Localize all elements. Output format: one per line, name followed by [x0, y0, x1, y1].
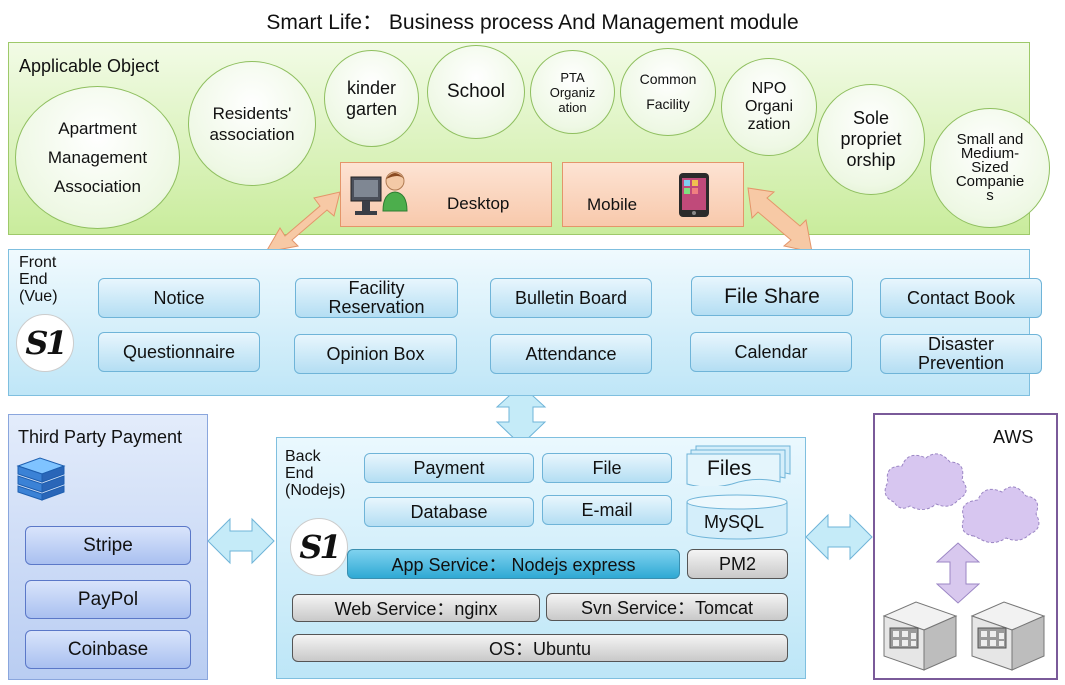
mobile-label: Mobile [587, 195, 638, 214]
module-questionnaire[interactable]: Questionnaire [98, 332, 260, 372]
mobile-box: Mobile [562, 162, 744, 227]
backend-web-service[interactable]: Web Service：nginx [292, 594, 540, 622]
backend-os[interactable]: OS：Ubuntu [292, 634, 788, 662]
module-contact-book[interactable]: Contact Book [880, 278, 1042, 318]
module-file-share[interactable]: File Share [691, 276, 853, 316]
object-kindergarten: kinder garten [324, 50, 419, 147]
front-end-logo: S1 [16, 314, 74, 372]
module-bulletin-board[interactable]: Bulletin Board [490, 278, 652, 318]
desktop-user-icon [350, 171, 408, 215]
backend-email[interactable]: E-mail [542, 495, 672, 525]
mobile-phone-icon [679, 173, 709, 217]
arrow-desktop-frontend [265, 191, 341, 253]
backend-payment[interactable]: Payment [364, 453, 534, 483]
back-end-logo: S1 [290, 518, 348, 576]
object-small-medium-companies: Small and Medium- Sized Companie s [930, 108, 1050, 228]
backend-app-service[interactable]: App Service： Nodejs express [347, 549, 680, 579]
front-end-logo-text: S1 [25, 324, 67, 362]
backend-files-label: Files [707, 457, 752, 480]
applicable-object-title: Applicable Object [19, 56, 160, 76]
object-residents-association: Residents' association [188, 61, 316, 186]
payment-stack-icon [16, 457, 66, 501]
backend-svn-service[interactable]: Svn Service：Tomcat [546, 593, 788, 621]
back-end-logo-text: S1 [299, 528, 341, 566]
module-disaster-prevention[interactable]: Disaster Prevention [880, 334, 1042, 374]
front-end-title: Front End (Vue) [19, 254, 58, 305]
aws-cloud-icons [884, 453, 1040, 544]
arrow-payment-backend [207, 517, 275, 565]
desktop-label: Desktop [447, 194, 510, 213]
module-calendar[interactable]: Calendar [690, 332, 852, 372]
arrow-cloud-server [936, 542, 980, 604]
object-school: School [427, 45, 525, 139]
payment-stripe[interactable]: Stripe [25, 526, 191, 565]
third-party-title: Third Party Payment [18, 427, 183, 447]
arrow-backend-aws [805, 513, 873, 561]
diagram-title: Smart Life： Business process And Managem… [266, 11, 799, 34]
server-icon [882, 601, 958, 671]
backend-database[interactable]: Database [364, 497, 534, 527]
module-facility-reservation[interactable]: Facility Reservation [295, 278, 458, 318]
cloud-icon [961, 486, 1040, 544]
object-pta-organization: PTA Organiz ation [530, 50, 615, 134]
object-common-facility: Common Facility [620, 48, 716, 136]
backend-pm2[interactable]: PM2 [687, 549, 788, 579]
server-icon [970, 601, 1046, 671]
module-attendance[interactable]: Attendance [490, 334, 652, 374]
module-notice[interactable]: Notice [98, 278, 260, 318]
desktop-box: Desktop [340, 162, 552, 227]
backend-file[interactable]: File [542, 453, 672, 483]
object-apartment-management: Apartment Management Association [15, 86, 180, 229]
aws-server-icons [882, 601, 1046, 671]
back-end-title: Back End (Nodejs) [285, 448, 346, 499]
backend-mysql-label: MySQL [704, 512, 765, 532]
aws-title: AWS [993, 427, 1034, 447]
files-stack-icon [686, 445, 791, 486]
object-sole-proprietorship: Sole propriet orship [817, 84, 925, 195]
payment-coinbase[interactable]: Coinbase [25, 630, 191, 669]
module-opinion-box[interactable]: Opinion Box [294, 334, 457, 374]
arrow-mobile-frontend [747, 187, 813, 253]
payment-paypol[interactable]: PayPol [25, 580, 191, 619]
cloud-icon [884, 453, 967, 510]
mysql-cylinder-icon [686, 494, 788, 540]
object-npo-organization: NPO Organi zation [721, 58, 817, 156]
